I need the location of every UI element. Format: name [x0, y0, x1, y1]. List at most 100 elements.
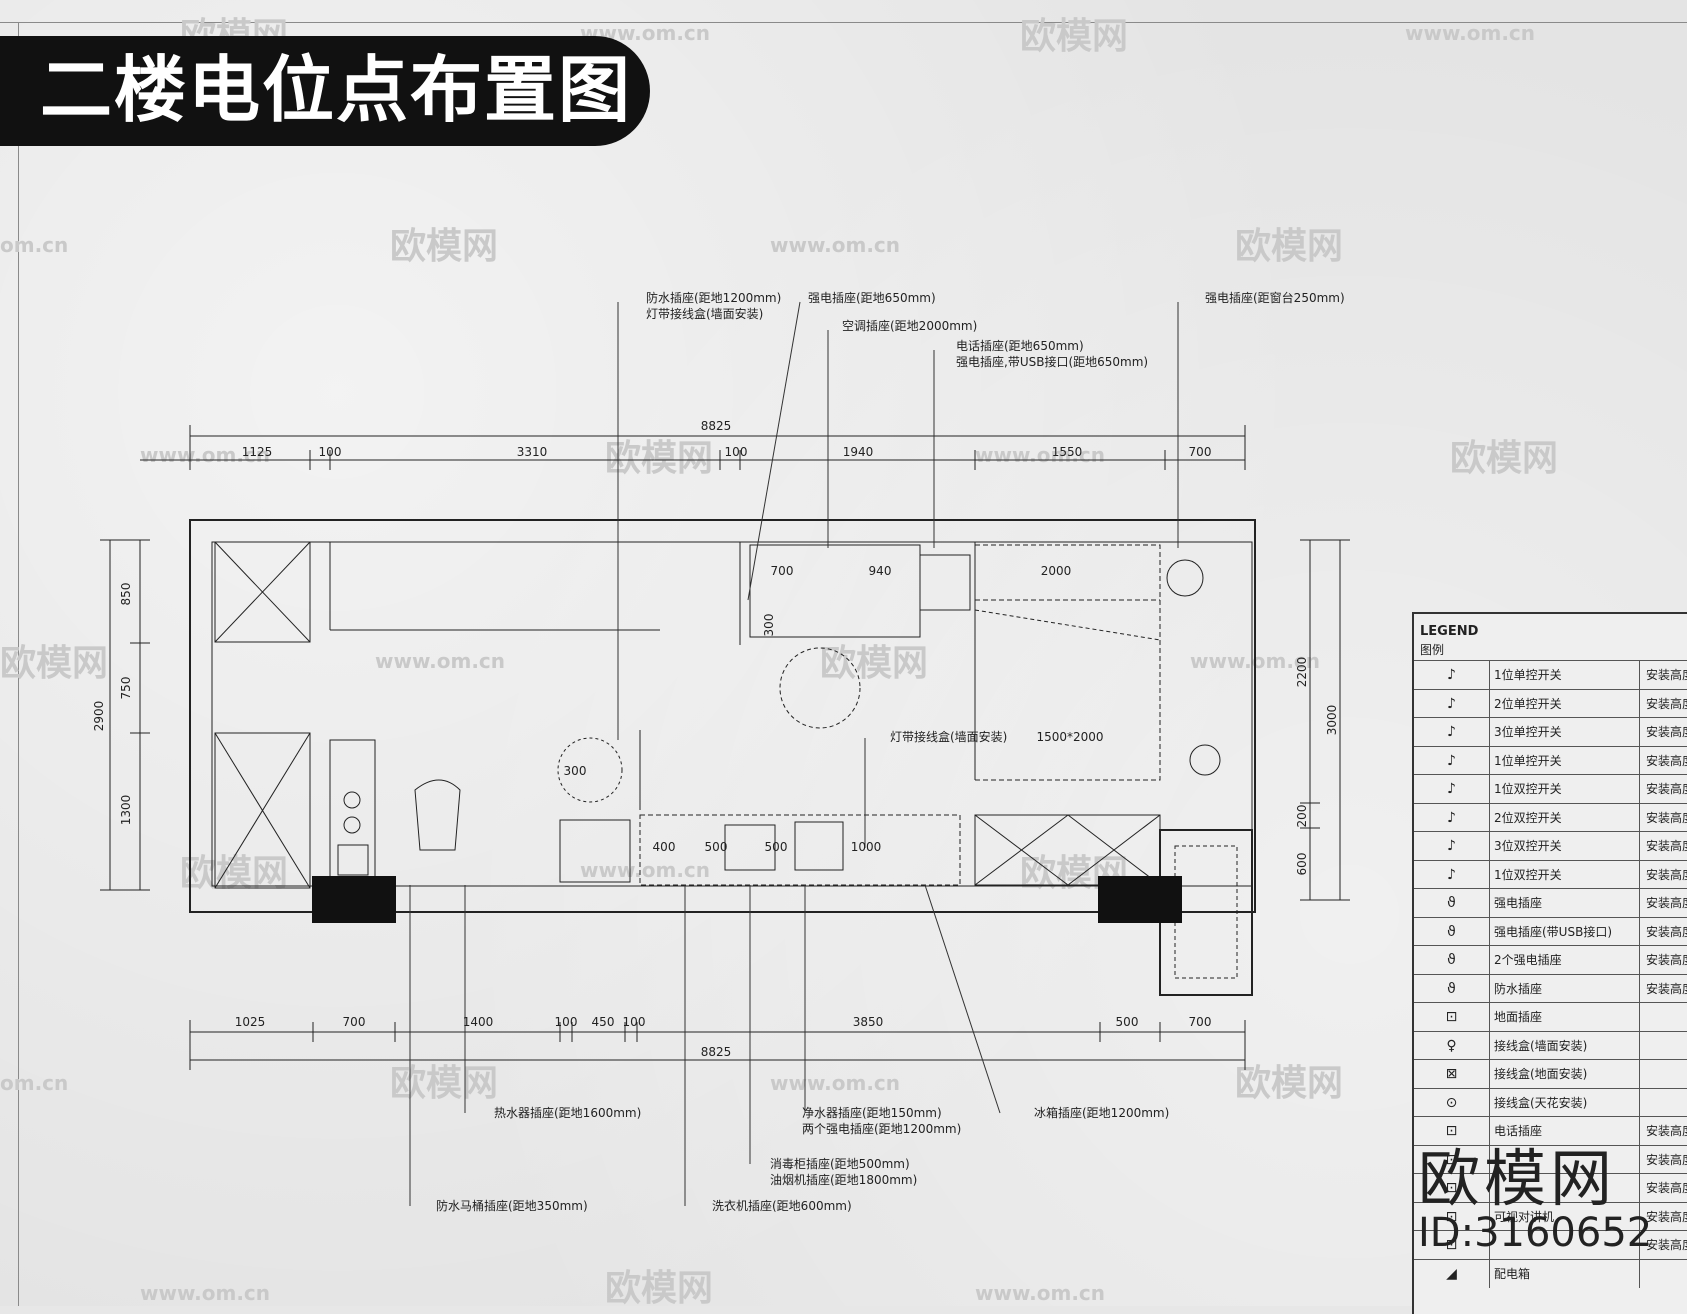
legend-row: ⊡ 安装高度 [1414, 1173, 1687, 1202]
legend-symbol-icon: ⊡ [1414, 1003, 1490, 1031]
legend-height: 安装高度 [1646, 981, 1687, 996]
legend-height: 安装高度 [1646, 668, 1687, 682]
watermark-url: www.om.cn [770, 233, 900, 257]
callout-middle: 灯带接线盒(墙面安装) [890, 729, 1007, 744]
legend-height: 安装高度 [1646, 1209, 1687, 1224]
callout-bottom: 防水马桶插座(距地350mm) [436, 1198, 588, 1213]
legend-row: ♪1位双控开关安装高度 [1414, 774, 1687, 803]
legend-symbol-icon: ⊡ [1414, 1174, 1490, 1202]
dim-bottom-segment: 100 [555, 1015, 578, 1029]
legend-row: ♪3位双控开关安装高度 [1414, 831, 1687, 860]
legend-height: 安装高度 [1646, 1181, 1687, 1195]
dim-top-segment: 1550 [1052, 445, 1083, 459]
round-table [779, 647, 861, 729]
watermark-brand: 欧模网 [605, 438, 713, 479]
legend-title: LEGEND [1420, 624, 1479, 639]
dim-interior: 940 [869, 564, 892, 578]
legend-height: 安装高度 [1646, 924, 1687, 939]
callout-top: 空调插座(距地2000mm) [842, 318, 977, 333]
legend-label: 防水插座 [1494, 974, 1640, 1003]
dim-top-total: 8825 [701, 419, 732, 433]
dim-top-segment: 100 [319, 445, 342, 459]
legend-label [1494, 1231, 1640, 1259]
legend-symbol-icon: ◢ [1414, 1259, 1490, 1288]
column-left [312, 876, 396, 923]
legend-symbol-icon: ⊡ [1414, 1231, 1490, 1259]
watermark-brand: 欧模网 [180, 853, 288, 894]
inner-wall [211, 541, 1253, 887]
wardrobe [974, 814, 1161, 886]
dim-bottom-segment: 1025 [235, 1015, 266, 1029]
legend-label: 1位双控开关 [1494, 860, 1640, 889]
dim-interior: 300 [564, 764, 587, 778]
dim-left-total: 2900 [92, 701, 106, 732]
watermark-url: om.cn [0, 233, 68, 257]
dim-interior: 1500*2000 [1036, 730, 1103, 744]
shower-area [557, 737, 623, 803]
legend-symbol-icon: ♪ [1414, 860, 1490, 889]
legend-row: ◢配电箱 [1414, 1258, 1687, 1288]
watermark-url: www.om.cn [975, 1281, 1105, 1305]
dim-bottom-segment: 3850 [853, 1015, 884, 1029]
watermark-url: www.om.cn [1405, 21, 1535, 45]
legend-row: ⊙接线盒(天花安装) [1414, 1087, 1687, 1117]
legend-height: 安装高度 [1646, 696, 1687, 711]
legend-symbol-icon: ♪ [1414, 832, 1490, 860]
dim-interior: 700 [771, 564, 794, 578]
legend-height: 安装高度 [1646, 839, 1687, 853]
dim-interior: 1000 [851, 840, 882, 854]
dim-ticks-right [1300, 539, 1350, 901]
legend-label: 接线盒(天花安装) [1494, 1088, 1640, 1117]
watermark-url: www.om.cn [580, 858, 710, 882]
dim-top-segment: 3310 [517, 445, 548, 459]
legend-label: 2个强电插座 [1494, 946, 1640, 974]
legend-symbol-icon: ♪ [1414, 775, 1490, 803]
legend-label [1494, 1174, 1640, 1202]
legend-label: 地面插座 [1494, 1003, 1640, 1031]
callout-bottom: 消毒柜插座(距地500mm) [770, 1156, 910, 1171]
legend-height: 安装高度 [1646, 1124, 1687, 1138]
legend-symbol-icon: ♪ [1414, 689, 1490, 718]
legend-symbol-icon: ϑ [1414, 946, 1490, 974]
dim-top-segment: 700 [1189, 445, 1212, 459]
stair-block-upper [214, 541, 311, 643]
legend-row: ⊡地面插座 [1414, 1002, 1687, 1031]
legend-row: ♪1位单控开关安装高度 [1414, 660, 1687, 689]
dim-right-segment: 200 [1295, 805, 1309, 828]
legend-label: 电话插座 [1494, 1117, 1640, 1145]
legend-symbol-icon: ⊡ [1414, 1202, 1490, 1231]
legend-label: 3位单控开关 [1494, 718, 1640, 746]
legend-row: ⊡可视对讲机安装高度 [1414, 1201, 1687, 1231]
watermark-brand: 欧模网 [1235, 226, 1343, 267]
dim-left-segment: 850 [119, 583, 133, 606]
legend-label: 可视对讲机 [1494, 1202, 1640, 1231]
legend-symbol-icon: ϑ [1414, 974, 1490, 1003]
dim-bottom-total: 8825 [701, 1045, 732, 1059]
legend-label: 2位双控开关 [1494, 803, 1640, 832]
dim-bottom-segment: 700 [1189, 1015, 1212, 1029]
watermark-id: ID:3160652 [1418, 1210, 1653, 1256]
legend-row: ⊠接线盒(地面安装) [1414, 1059, 1687, 1088]
dim-top-segment: 100 [725, 445, 748, 459]
legend-label: 强电插座(带USB接口) [1494, 917, 1640, 946]
column-right [1098, 876, 1182, 923]
dim-right-segment: 600 [1295, 853, 1309, 876]
legend-height: 安装高度 [1646, 896, 1687, 910]
legend-label: 2位单控开关 [1494, 689, 1640, 718]
callout-top: 强电插座(距窗台250mm) [1205, 290, 1345, 305]
watermark-brand: 欧模网 [1235, 1063, 1343, 1104]
dim-ticks-top [189, 425, 1246, 470]
callout-bottom: 冰箱插座(距地1200mm) [1034, 1105, 1169, 1120]
legend-height: 安装高度 [1646, 753, 1687, 768]
dim-ticks-bottom [189, 1020, 1246, 1070]
legend-table: LEGEND 图例 ♪1位单控开关安装高度♪2位单控开关安装高度♪3位单控开关安… [1412, 612, 1687, 1314]
legend-symbol-icon: ♀ [1414, 1031, 1490, 1060]
legend-row: ♪1位双控开关安装高度 [1414, 859, 1687, 889]
watermark-url: www.om.cn [140, 1281, 270, 1305]
legend-row: ⊡电话插座安装高度 [1414, 1116, 1687, 1145]
watermark-brand: 欧模网 [1020, 16, 1128, 57]
dim-interior: 400 [653, 840, 676, 854]
watermark-brand: 欧模网 [820, 643, 928, 684]
